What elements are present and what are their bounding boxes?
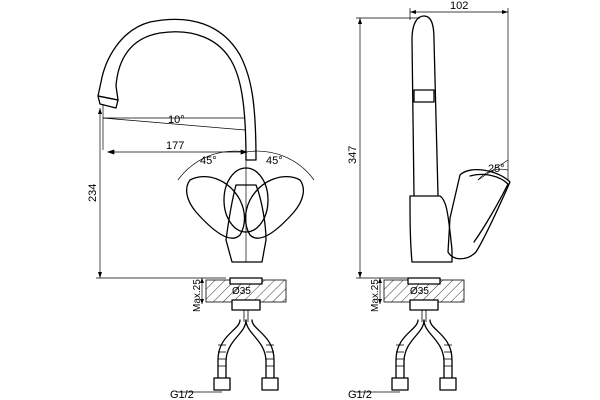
- side-hose-nut-left: [391, 377, 409, 391]
- lever-angle-label: 25°: [488, 163, 505, 175]
- side-thread-label: G1/2: [348, 389, 372, 400]
- side-hole-label: Ø35: [410, 286, 429, 297]
- thread-label: G1/2: [170, 389, 194, 400]
- side-max-label: Max.25: [370, 279, 381, 312]
- right-handle: [244, 176, 305, 239]
- left-handle: [185, 176, 246, 239]
- spout-angle-label: 10°: [168, 114, 185, 126]
- max-label: Max.25: [192, 279, 203, 312]
- side-spout: [411, 15, 439, 196]
- side-body: [409, 195, 453, 263]
- reach-label: 177: [166, 140, 184, 152]
- side-hose-right: [423, 319, 445, 379]
- front-view: 10° 177 45° 45° 234 Max.25 Ø35 G1/2: [87, 18, 315, 400]
- left-handle-angle-label: 45°: [200, 155, 217, 167]
- hose-right: [245, 319, 267, 379]
- spout: [97, 18, 257, 161]
- side-hose-left: [395, 319, 419, 379]
- spout-aerator: [97, 95, 119, 109]
- depth-label: 102: [450, 0, 468, 12]
- total-height-label: 347: [347, 146, 359, 164]
- height-label: 234: [87, 184, 99, 202]
- hose-nut-right: [261, 377, 279, 391]
- hose-nut-left: [213, 377, 231, 391]
- hose-left: [217, 319, 241, 379]
- side-view: 102 347 25° Max.25 Ø35 G1/2: [347, 0, 511, 400]
- side-lever: [447, 169, 511, 260]
- side-hose-nut-right: [439, 377, 457, 391]
- right-handle-angle-label: 45°: [266, 155, 283, 167]
- hole-label: Ø35: [232, 286, 251, 297]
